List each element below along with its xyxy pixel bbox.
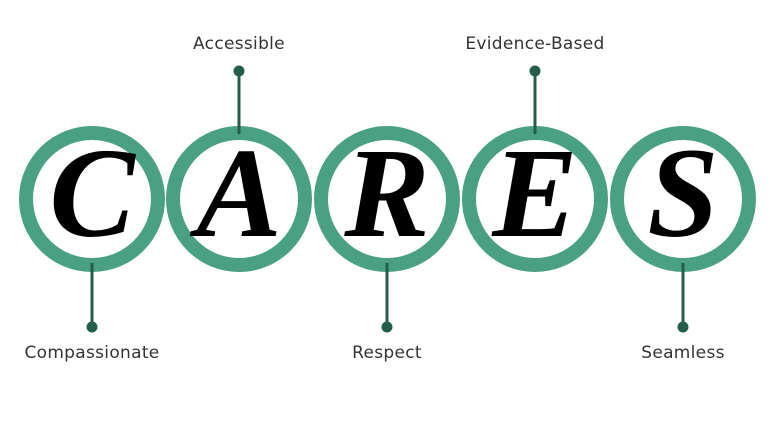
label-respect: Respect — [352, 343, 422, 363]
connector-dot — [233, 65, 245, 77]
connector-dot — [381, 321, 393, 333]
label-evidence-based: Evidence-Based — [465, 34, 605, 54]
letter-c: C — [49, 122, 135, 264]
label-accessible: Accessible — [193, 34, 285, 54]
connector-dot — [86, 321, 98, 333]
label-compassionate: Compassionate — [24, 343, 160, 363]
connector-dot — [677, 321, 689, 333]
letter-r: R — [344, 122, 430, 264]
connector-dot — [529, 65, 541, 77]
letter-a: A — [196, 122, 282, 264]
letter-s: S — [647, 122, 719, 264]
label-seamless: Seamless — [641, 343, 725, 363]
letter-e: E — [492, 122, 578, 264]
